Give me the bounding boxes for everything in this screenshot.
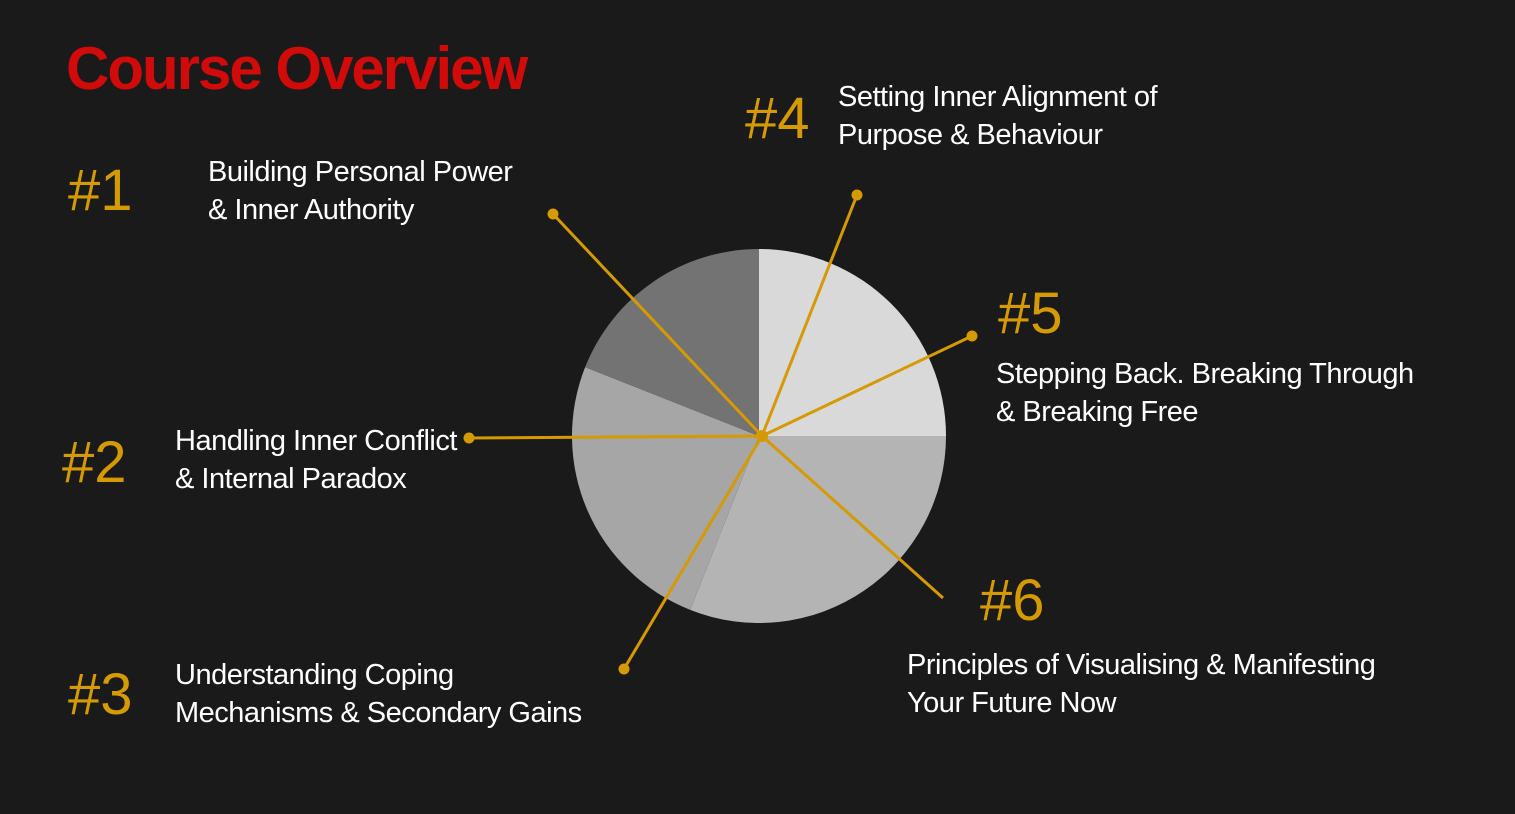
- module-2-line1: Handling Inner Conflict: [175, 425, 457, 457]
- connector-line-3: [622, 435, 764, 670]
- connector-line-2: [468, 434, 763, 440]
- module-5-line1: Stepping Back. Breaking Through: [996, 358, 1414, 390]
- module-4-line1: Setting Inner Alignment of: [838, 81, 1158, 113]
- module-1-line1: Building Personal Power: [208, 156, 513, 188]
- connector-dot-4: [851, 189, 863, 201]
- page-title: Course Overview: [66, 35, 528, 102]
- connector-dot-5: [966, 330, 978, 342]
- module-1-label: Building Personal Power & Inner Authority: [208, 153, 513, 229]
- module-3-line2: Mechanisms & Secondary Gains: [175, 697, 582, 729]
- module-3-line1: Understanding Coping: [175, 659, 454, 691]
- module-6-line1: Principles of Visualising & Manifesting: [907, 649, 1376, 681]
- module-1-line2: & Inner Authority: [208, 194, 414, 226]
- module-4-number: #4: [745, 86, 810, 151]
- pie-slice-1: [759, 249, 946, 436]
- module-2-label: Handling Inner Conflict & Internal Parado…: [175, 422, 457, 498]
- module-3-number: #3: [68, 662, 133, 727]
- connector-line-1: [551, 212, 764, 438]
- module-5-number: #5: [998, 281, 1063, 346]
- pie-slice-3: [572, 367, 759, 610]
- module-6-line2: Your Future Now: [907, 687, 1117, 719]
- module-4-label: Setting Inner Alignment of Purpose & Beha…: [838, 78, 1158, 154]
- module-4-line2: Purpose & Behaviour: [838, 119, 1103, 151]
- module-5-line2: & Breaking Free: [996, 396, 1199, 428]
- connector-line-5: [761, 334, 973, 438]
- connector-dot-3: [618, 663, 630, 675]
- module-6-number: #6: [980, 568, 1045, 633]
- module-1-number: #1: [68, 158, 133, 223]
- connector-dot-2: [463, 432, 475, 444]
- connector-line-4: [760, 194, 859, 437]
- module-2-number: #2: [62, 430, 127, 495]
- connector-dot-1: [547, 208, 559, 220]
- connector-line-6: [760, 434, 945, 600]
- module-5-label: Stepping Back. Breaking Through & Breakin…: [996, 355, 1414, 431]
- module-2-line2: & Internal Paradox: [175, 463, 407, 495]
- center-hub-dot: [756, 430, 768, 442]
- pie-slice-2: [690, 436, 947, 624]
